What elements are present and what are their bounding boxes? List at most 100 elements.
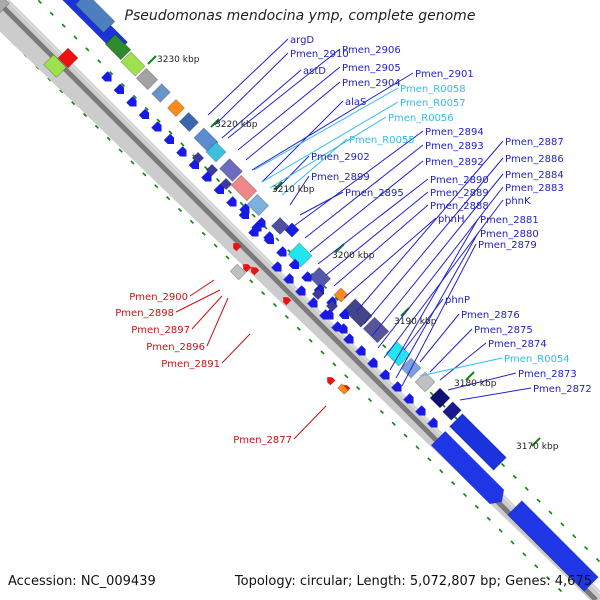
tick-mark: [462, 492, 468, 498]
gene-label: Pmen_2887: [505, 137, 564, 148]
trna-label: Pmen_R0058: [400, 84, 466, 95]
tick-mark: [272, 302, 278, 308]
tick-mark: [429, 391, 434, 396]
gene-label-leader: [371, 173, 504, 337]
gene-block: [284, 222, 300, 238]
gene-label: phnK: [505, 196, 531, 207]
reverse-gene-label: Pmen_2897: [131, 325, 190, 336]
scale-tick-label: 3230 kbp: [157, 55, 200, 65]
cds-arrow: [391, 381, 402, 392]
tick-mark: [560, 522, 565, 527]
cds-arrow: [403, 393, 414, 404]
major-tick: [210, 118, 220, 128]
gene-label: Pmen_2873: [518, 369, 577, 380]
gene-label-leader: [299, 191, 344, 216]
cds-arrow: [263, 231, 274, 242]
gene-label: Pmen_2905: [342, 63, 401, 74]
reverse-cds: [327, 377, 336, 386]
gene-block: [230, 174, 258, 202]
tick-mark: [548, 510, 553, 515]
gene-label-leader: [227, 48, 341, 139]
cds-arrow: [163, 133, 175, 145]
gene-block: [333, 287, 349, 303]
tick-mark: [546, 576, 551, 581]
tick-mark: [308, 338, 313, 343]
gene-label: Pmen_2888: [430, 201, 489, 212]
gene-label: Pmen_2879: [478, 240, 537, 251]
tick-mark: [213, 243, 218, 248]
gene-label-leader: [343, 217, 437, 299]
tick-mark: [166, 196, 171, 201]
tick-mark: [275, 237, 280, 242]
tick-mark: [130, 160, 135, 165]
gene-label: Pmen_2894: [425, 127, 484, 138]
gene-label: Pmen_2876: [461, 310, 520, 321]
gene-label: Pmen_2904: [342, 78, 401, 89]
scale-tick-label: 3190 kbp: [394, 317, 437, 327]
cds-block: [311, 287, 325, 301]
tick-mark: [498, 528, 503, 533]
trna-label-leader: [281, 138, 348, 196]
cds-block: [325, 299, 339, 313]
gene-label-leader: [214, 52, 289, 126]
cds-arrow: [323, 309, 334, 320]
cds-feature: [449, 413, 507, 471]
trna-label: Pmen_R0055: [349, 135, 415, 146]
cds-arrow: [355, 345, 366, 356]
gene-label-leader: [304, 144, 424, 239]
trna-label-leader: [269, 116, 387, 189]
gene-label: argD: [290, 35, 314, 46]
gene-label-leader: [251, 72, 414, 171]
gene-label: Pmen_2874: [488, 339, 547, 350]
scale-tick-label: 3200 kbp: [332, 251, 375, 261]
gene-label-leader: [237, 66, 341, 151]
reverse-cds: [251, 267, 260, 276]
tick-mark: [510, 540, 515, 545]
scale-tick-label: 3170 kbp: [516, 442, 559, 452]
gene-block: [270, 216, 290, 236]
gene-label-leader: [333, 204, 429, 287]
cds-arrow: [113, 83, 125, 95]
tick-mark: [322, 284, 327, 289]
cds-arrow: [427, 417, 438, 428]
tick-mark: [201, 231, 206, 236]
tick-mark: [71, 101, 76, 106]
tick-mark: [215, 177, 221, 183]
gene-block: [429, 387, 451, 409]
tick-mark: [451, 481, 456, 486]
tick-mark: [49, 11, 54, 16]
gene-label-leader: [429, 328, 473, 373]
cds-arrow: [337, 323, 348, 334]
gene-label: Pmen_2892: [425, 157, 484, 168]
scale-tick-label: 3220 kbp: [215, 120, 258, 130]
gene-block: [120, 51, 146, 77]
cds-arrow: [138, 108, 150, 120]
tick-mark: [177, 207, 183, 213]
tick-mark: [168, 130, 173, 135]
tick-mark: [439, 469, 444, 474]
cds-arrow: [176, 146, 187, 157]
gene-label-leader: [363, 157, 504, 325]
tick-mark: [500, 462, 506, 468]
gene-block: [246, 193, 270, 217]
tick-mark: [144, 106, 149, 111]
tick-mark: [320, 350, 325, 355]
gene-label-leader: [261, 100, 344, 183]
reverse-gene-label: Pmen_2877: [233, 435, 292, 446]
tick-mark: [512, 474, 517, 479]
tick-mark: [534, 564, 539, 569]
tick-mark: [204, 166, 209, 171]
gene-label: astD: [303, 66, 326, 77]
major-tick: [273, 181, 283, 191]
gene-label: Pmen_2881: [480, 215, 539, 226]
gene-label: Pmen_2906: [342, 45, 401, 56]
reverse-gene-label: Pmen_2900: [129, 292, 188, 303]
tick-mark: [85, 47, 90, 52]
tick-mark: [403, 433, 408, 438]
tick-mark: [557, 587, 563, 593]
gene-label: Pmen_2889: [430, 188, 489, 199]
